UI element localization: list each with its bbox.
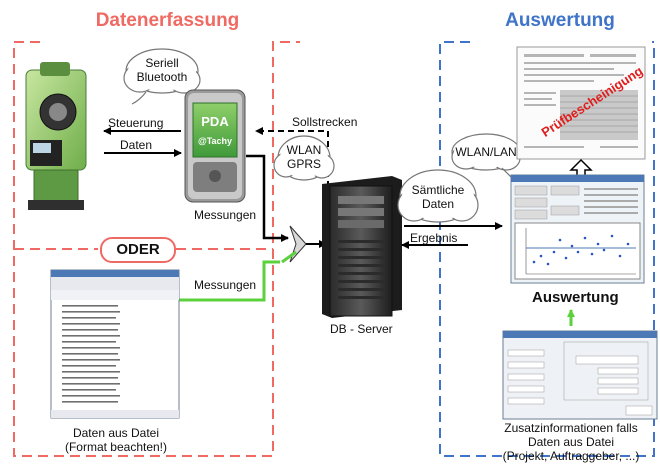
cloud-saemtliche-daten: [397, 169, 479, 223]
cloud-gprs-line: GPRS: [286, 157, 321, 171]
cloud-wlan-lan: [451, 133, 521, 179]
oder-badge: ODER: [100, 237, 176, 263]
zusatz-line3: (Projekt, Auftraggeber, ...): [502, 449, 640, 463]
sollstrecken-label: Sollstrecken: [292, 115, 358, 129]
cloud-seriell-line2: Bluetooth: [136, 70, 188, 84]
ergebnis-label: Ergebnis: [410, 231, 458, 245]
pda-line2: @Tachy: [197, 136, 233, 146]
cloud-seriell-text: Seriell Bluetooth: [128, 56, 196, 84]
cloud-wlan-gprs-text: WLAN GPRS: [280, 143, 328, 171]
cloud-seriell-bluetooth: [123, 48, 201, 105]
datenerfassung-frame: [13, 41, 300, 457]
pda-line1: PDA: [201, 114, 229, 129]
db-server-label: DB - Server: [330, 322, 393, 336]
total-station-icon: [25, 62, 87, 210]
cloud-wlan-lan-text: WLAN/LAN: [455, 145, 517, 159]
auswertung-frame: [439, 41, 655, 457]
messungen-pda-label: Messungen: [194, 208, 257, 222]
cloud-wlan-line: WLAN: [286, 143, 322, 157]
zusatz-line1: Zusatzinformationen falls: [504, 421, 638, 435]
daten-label: Daten: [120, 138, 153, 152]
datenerfassung-title: Datenerfassung: [95, 10, 240, 31]
daten-datei-line1: Daten aus Datei: [72, 426, 160, 440]
zusatz-line2: Daten aus Datei: [527, 435, 615, 449]
steuerung-label: Steuerung: [108, 116, 164, 130]
server-icon: [322, 176, 402, 318]
auswertung-caption: Auswertung: [532, 289, 619, 306]
cloud-wlan-gprs: [273, 135, 335, 181]
cloud-saemtliche-line2: Daten: [421, 197, 455, 211]
messungen-pda-arrow: [246, 154, 289, 242]
zusatz-caption: Zusatzinformationen falls Daten aus Date…: [488, 421, 654, 463]
messungen-file-label: Messungen: [194, 278, 257, 292]
cloud-saemtliche-line1: Sämtliche: [411, 183, 465, 197]
daten-datei-line2: (Format beachten!): [64, 440, 168, 454]
certificate-document: [516, 46, 646, 160]
input-form-window: [502, 330, 658, 420]
messungen-file-arrow: [179, 260, 280, 302]
analysis-window: [510, 174, 645, 284]
cloud-saemtliche-text: Sämtliche Daten: [402, 183, 474, 211]
merge-switch: [281, 225, 327, 264]
pda-icon: [184, 89, 246, 203]
cloud-seriell-line1: Seriell: [145, 56, 179, 70]
daten-datei-caption: Daten aus Datei (Format beachten!): [56, 426, 176, 454]
text-editor-window: [50, 269, 180, 419]
auswertung-title: Auswertung: [505, 10, 615, 31]
